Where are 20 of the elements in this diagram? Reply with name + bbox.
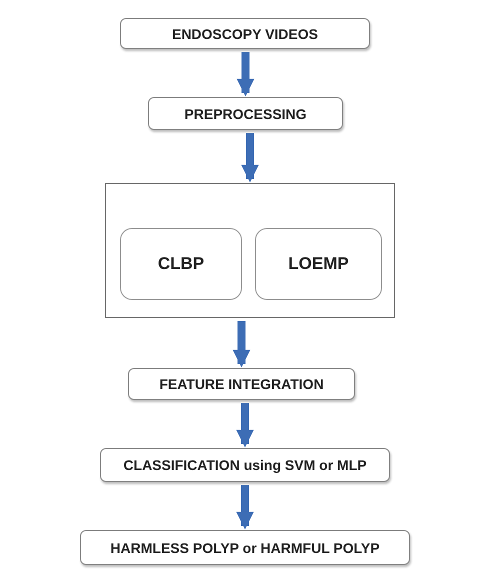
arrow (236, 52, 254, 97)
box-label: LOEMP (288, 254, 349, 274)
box-label: ENDOSCOPY VIDEOS (172, 26, 318, 42)
process-box (80, 530, 410, 565)
process-box (120, 18, 370, 49)
box-label: FEATURE INTEGRATION (159, 376, 324, 392)
box-label: PREPROCESSING (184, 106, 307, 122)
method-box (120, 228, 242, 300)
method-box (255, 228, 382, 300)
group-box (105, 183, 395, 318)
arrow (236, 403, 254, 448)
process-box (128, 368, 355, 400)
box-label: HARMLESS POLYP or HARMFUL POLYP (110, 540, 380, 556)
arrow (241, 133, 259, 183)
box-label: CLBP (158, 254, 204, 274)
arrow (232, 321, 250, 368)
box-label: CLASSIFICATION using SVM or MLP (123, 457, 367, 473)
process-box (100, 448, 390, 482)
process-box (148, 97, 343, 130)
arrow (236, 485, 254, 530)
